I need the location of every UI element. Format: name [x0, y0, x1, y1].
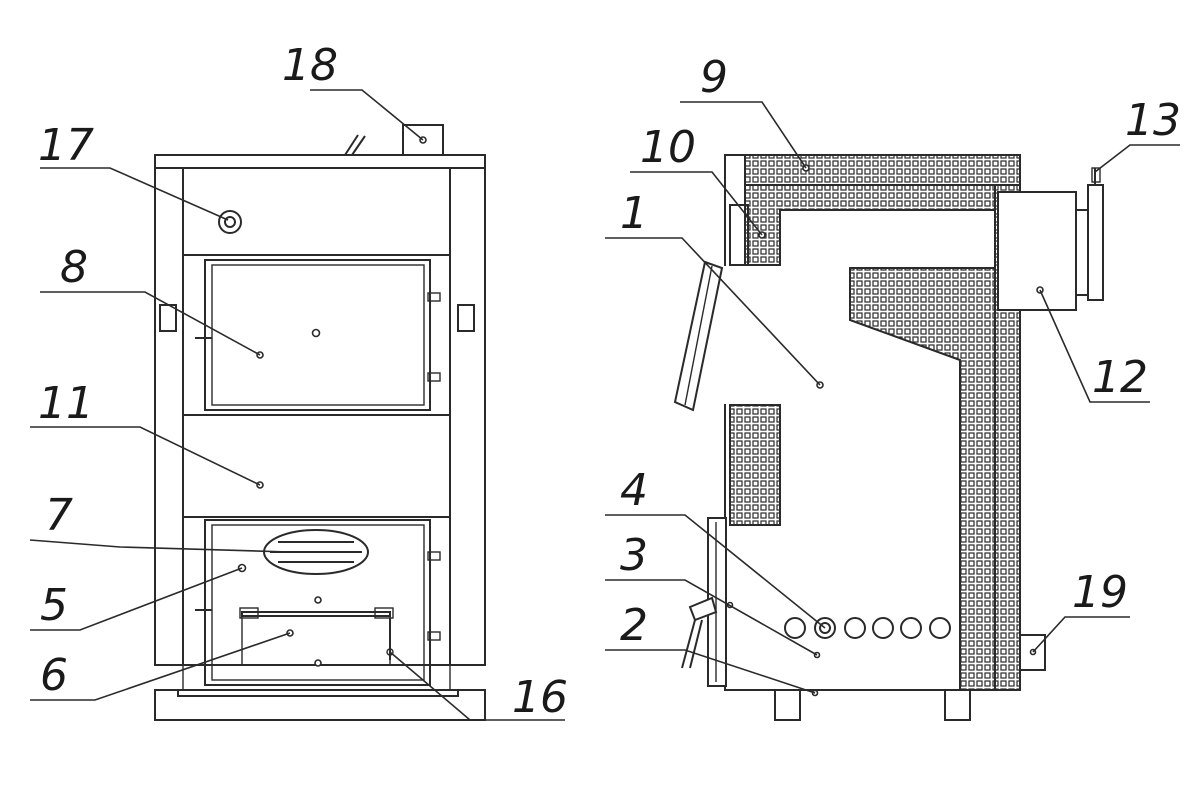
label-12: 12 — [1092, 352, 1148, 403]
loading-door — [204, 259, 431, 411]
label-9: 9 — [700, 52, 728, 103]
regulator-lever — [688, 596, 718, 622]
front-base-plate — [154, 689, 486, 721]
label-7: 7 — [45, 490, 73, 541]
label-8: 8 — [60, 242, 88, 293]
front-base-top — [177, 689, 459, 697]
callout-lines — [29, 89, 1180, 721]
mid-front-insulation — [729, 404, 781, 526]
front-right-handle — [457, 304, 475, 332]
side-view — [673, 154, 1104, 721]
label-4: 4 — [620, 465, 648, 516]
ash-door — [204, 519, 431, 686]
label-2: 2 — [620, 600, 648, 651]
air-damper-rod — [241, 611, 391, 617]
label-5: 5 — [40, 580, 68, 631]
label-13: 13 — [1125, 95, 1181, 146]
side-rear-foot — [944, 689, 971, 721]
label-17: 17 — [38, 120, 94, 171]
label-19: 19 — [1072, 567, 1128, 618]
flue-flange — [1087, 184, 1104, 301]
side-front-foot — [774, 689, 801, 721]
label-10: 10 — [640, 122, 696, 173]
label-6: 6 — [40, 650, 68, 701]
label-3: 3 — [620, 530, 648, 581]
label-1: 1 — [620, 188, 648, 239]
label-11: 11 — [38, 378, 94, 429]
label-18: 18 — [282, 40, 338, 91]
top-insulation — [744, 154, 1021, 186]
front-view — [154, 124, 486, 721]
heat-exchanger-tubes — [784, 617, 951, 639]
callout-labels: 18 17 8 11 7 5 6 16 9 10 1 13 12 4 3 2 1… — [38, 40, 1181, 723]
thermometer-icon — [218, 210, 242, 234]
front-lever — [344, 134, 359, 156]
label-16: 16 — [512, 672, 568, 723]
